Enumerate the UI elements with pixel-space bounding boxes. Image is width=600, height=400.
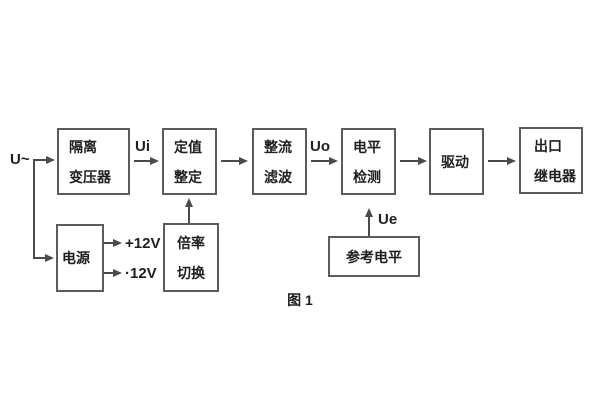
connector-line <box>488 160 507 162</box>
block-label: 检测 <box>353 168 381 185</box>
block-label: 电平 <box>353 138 381 155</box>
input-voltage-label: U~ <box>10 151 30 168</box>
block-label: 继电器 <box>534 167 576 184</box>
block-label: 电源 <box>62 250 90 266</box>
arrow-right-icon <box>150 157 159 165</box>
uo-signal-label: Uo <box>310 138 330 155</box>
connector-line <box>221 160 240 162</box>
arrow-right-icon <box>46 156 55 164</box>
block-ratio-switch: 倍率 切换 <box>163 223 219 292</box>
block-label: 整定 <box>174 168 202 185</box>
block-label: 变压器 <box>69 168 111 185</box>
arrow-right-icon <box>45 254 54 262</box>
block-level-detection: 电平 检测 <box>341 128 396 195</box>
ui-signal-label: Ui <box>135 138 150 155</box>
block-driver: 驱动 <box>429 128 484 195</box>
connector-line <box>368 216 370 236</box>
block-label: 出口 <box>534 137 562 154</box>
block-label: 滤波 <box>264 168 292 185</box>
arrow-right-icon <box>113 239 122 247</box>
block-label: 定值 <box>174 138 202 155</box>
arrow-right-icon <box>329 157 338 165</box>
block-rectifier-filter: 整流 滤波 <box>252 128 307 195</box>
connector-line <box>400 160 419 162</box>
block-output-relay: 出口 继电器 <box>519 127 583 194</box>
plus-12v-label: +12V <box>125 235 161 252</box>
connector-line <box>104 242 114 244</box>
connector-line <box>33 257 46 259</box>
connector-line <box>104 272 114 274</box>
block-label: 倍率 <box>177 234 205 251</box>
block-label: 隔离 <box>69 138 97 155</box>
block-label: 整流 <box>264 138 292 155</box>
connector-line <box>134 160 151 162</box>
block-label: 参考电平 <box>346 248 402 265</box>
figure-caption: 图 1 <box>287 292 313 308</box>
minus-12v-label: ·12V <box>125 265 157 282</box>
arrow-right-icon <box>239 157 248 165</box>
connector-line <box>188 206 190 223</box>
connector-line <box>33 159 35 259</box>
arrow-right-icon <box>113 269 122 277</box>
connector-line <box>311 160 330 162</box>
arrow-up-icon <box>185 198 193 207</box>
block-label: 驱动 <box>441 153 469 170</box>
arrow-right-icon <box>507 157 516 165</box>
connector-line <box>33 159 47 161</box>
block-label: 切换 <box>177 264 205 281</box>
block-value-setting: 定值 整定 <box>162 128 217 195</box>
block-isolation-transformer: 隔离 变压器 <box>57 128 130 195</box>
arrow-up-icon <box>365 208 373 217</box>
arrow-right-icon <box>418 157 427 165</box>
block-reference-level: 参考电平 <box>328 236 420 277</box>
ue-signal-label: Ue <box>378 211 398 228</box>
block-power-supply: 电源 <box>56 224 104 292</box>
